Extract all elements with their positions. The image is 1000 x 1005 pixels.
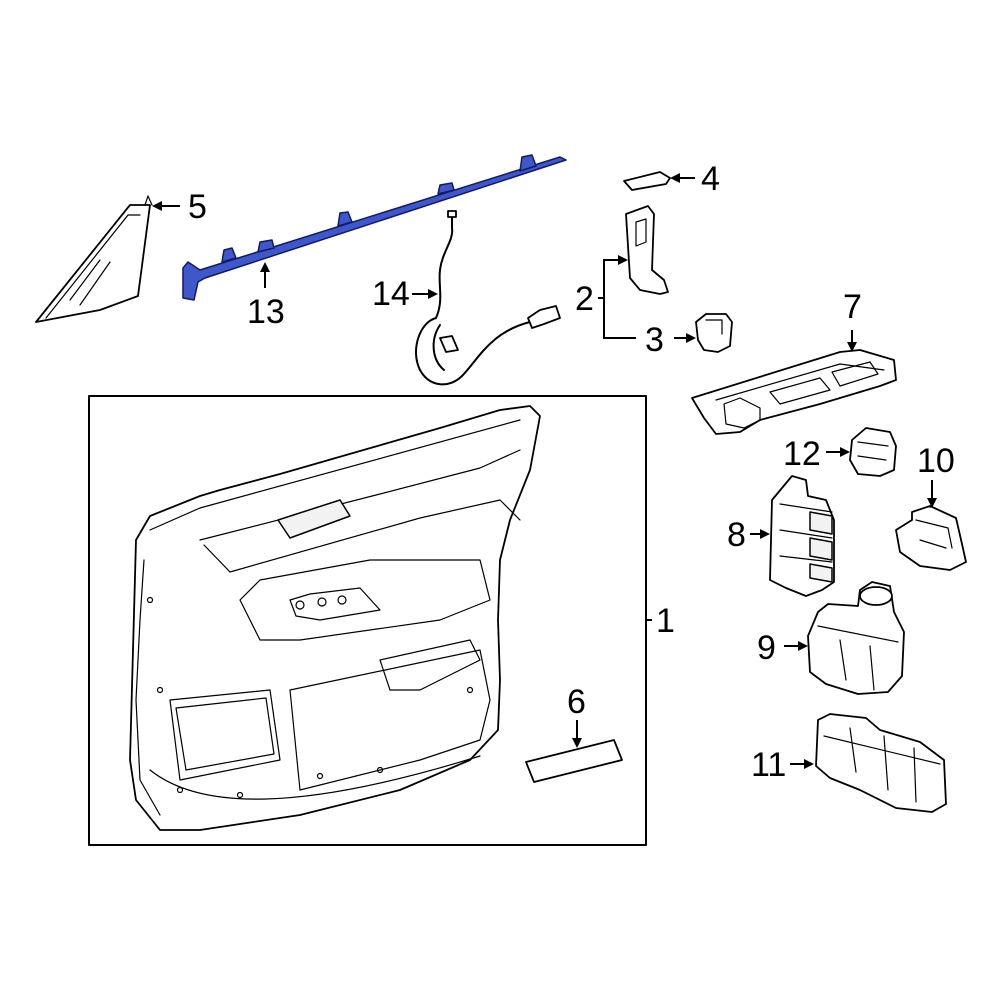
part-5-window-trim	[35, 195, 153, 323]
part-1-door-trim-panel	[88, 395, 647, 846]
leader-lines	[152, 173, 937, 769]
callout-3: 3	[645, 321, 664, 359]
part-8-switch	[769, 475, 835, 597]
callout-9: 9	[757, 629, 776, 667]
part-3-clip	[695, 313, 733, 353]
callout-8: 8	[727, 516, 746, 554]
callout-2: 2	[575, 280, 594, 318]
callout-14: 14	[372, 275, 410, 313]
part-12-switch	[849, 427, 897, 477]
callout-4: 4	[701, 160, 720, 198]
callout-13: 13	[247, 293, 285, 331]
callout-10: 10	[917, 442, 955, 480]
callout-12: 12	[783, 435, 821, 473]
part-11-switch	[815, 713, 947, 813]
part-10-switch	[895, 505, 967, 571]
part-6-strip	[525, 739, 623, 783]
callout-6: 6	[567, 683, 586, 721]
part-9-switch	[807, 581, 905, 695]
part-4-pad	[623, 171, 671, 191]
callout-7: 7	[843, 288, 862, 326]
callout-11: 11	[751, 746, 786, 784]
part-14-wire-harness	[415, 210, 561, 386]
callout-1: 1	[656, 602, 675, 640]
part-13-weatherstrip	[182, 154, 567, 301]
part-7-switch-panel	[691, 349, 897, 435]
callout-labels: 5 13 14 4 2 3 7 12 10 8 9 11 6 1	[188, 160, 955, 784]
callout-5: 5	[188, 188, 207, 226]
part-2-bracket	[625, 205, 669, 295]
